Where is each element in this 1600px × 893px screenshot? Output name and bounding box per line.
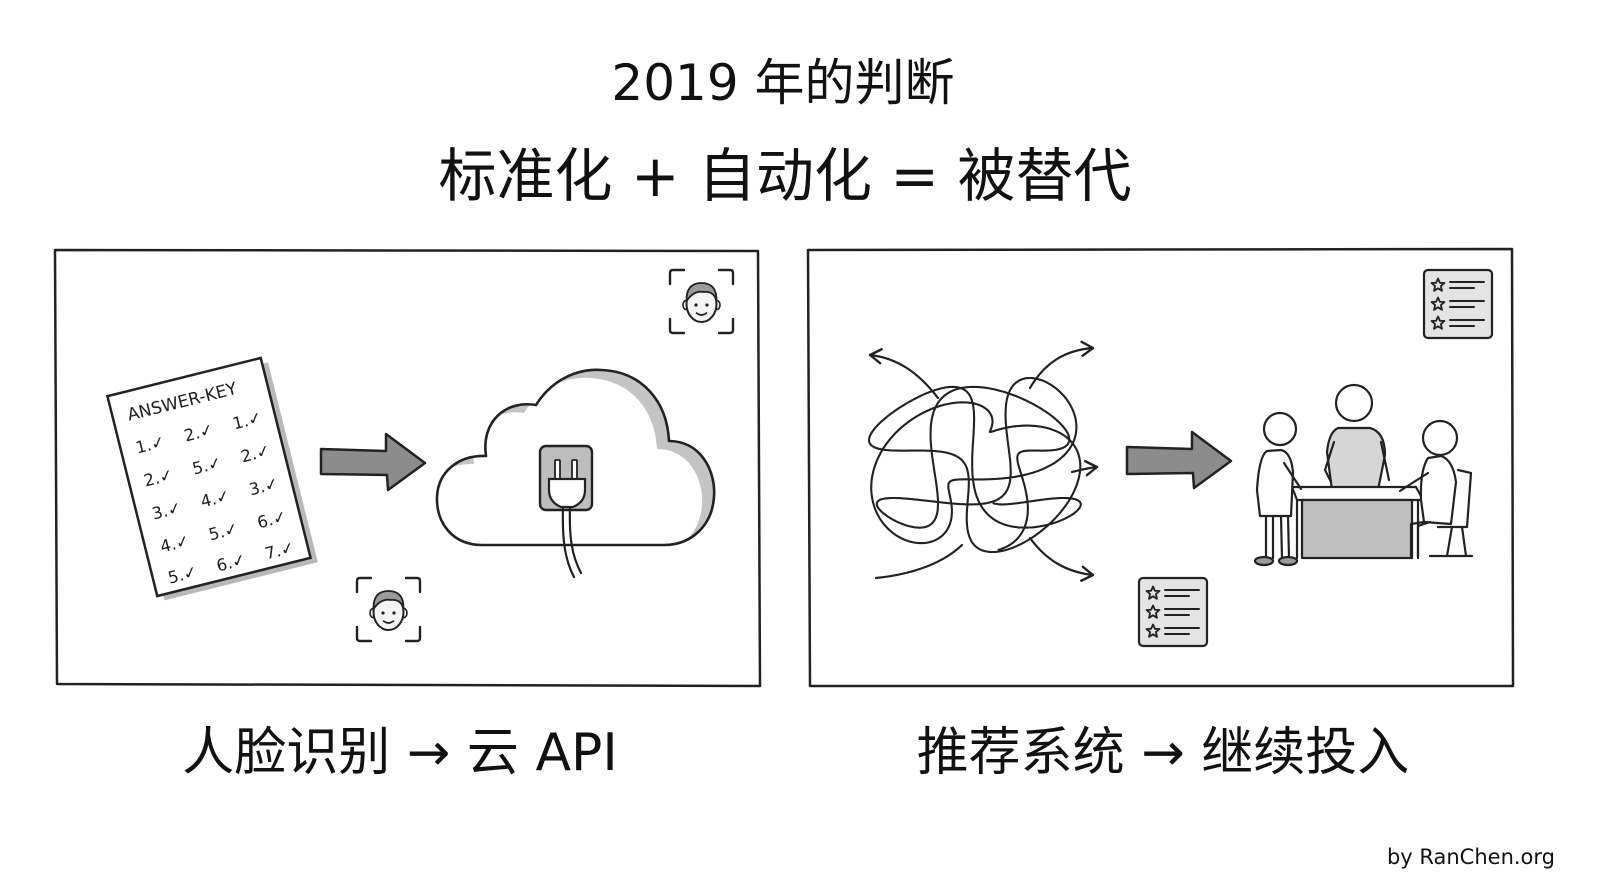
right-panel: [806, 247, 1515, 688]
right-caption: 推荐系统 → 继续投入: [917, 723, 1410, 783]
left-caption: 人脸识别 → 云 API: [182, 723, 617, 783]
person-seated-right: [1419, 454, 1458, 526]
arrow-right-icon: [319, 432, 427, 492]
team-at-table-icon: [1253, 383, 1474, 567]
tangle-arrow: [1070, 460, 1099, 477]
page-title: 2019 年的判断: [611, 54, 954, 112]
tangle-arrow: [868, 348, 940, 400]
page-subtitle: 标准化 + 自动化 = 被替代: [439, 142, 1132, 210]
tangle-arrow: [1028, 536, 1095, 582]
left-panel: ANSWER-KEY 1.✓ 2.✓ 1.✓ 2.✓ 5.✓ 2.✓ 3.✓ 4…: [53, 248, 762, 688]
plug-socket-icon: [538, 444, 594, 579]
person-standing-middle: [1325, 426, 1387, 492]
tangled-lines-icon: [867, 340, 1099, 582]
star-rating-list-icon: [1422, 268, 1494, 340]
star-rating-list-icon: [1137, 576, 1209, 648]
tangle-tail: [874, 543, 964, 580]
person-standing-left: [1255, 448, 1295, 518]
credit-text: by RanChen.org: [1387, 845, 1555, 869]
answer-key-sheet-icon: ANSWER-KEY 1.✓ 2.✓ 1.✓ 2.✓ 5.✓ 2.✓ 3.✓ 4…: [105, 356, 318, 601]
arrow-right-icon: [1125, 430, 1233, 490]
tangled-scribble: [867, 376, 1082, 554]
tangle-arrow: [1028, 340, 1095, 390]
